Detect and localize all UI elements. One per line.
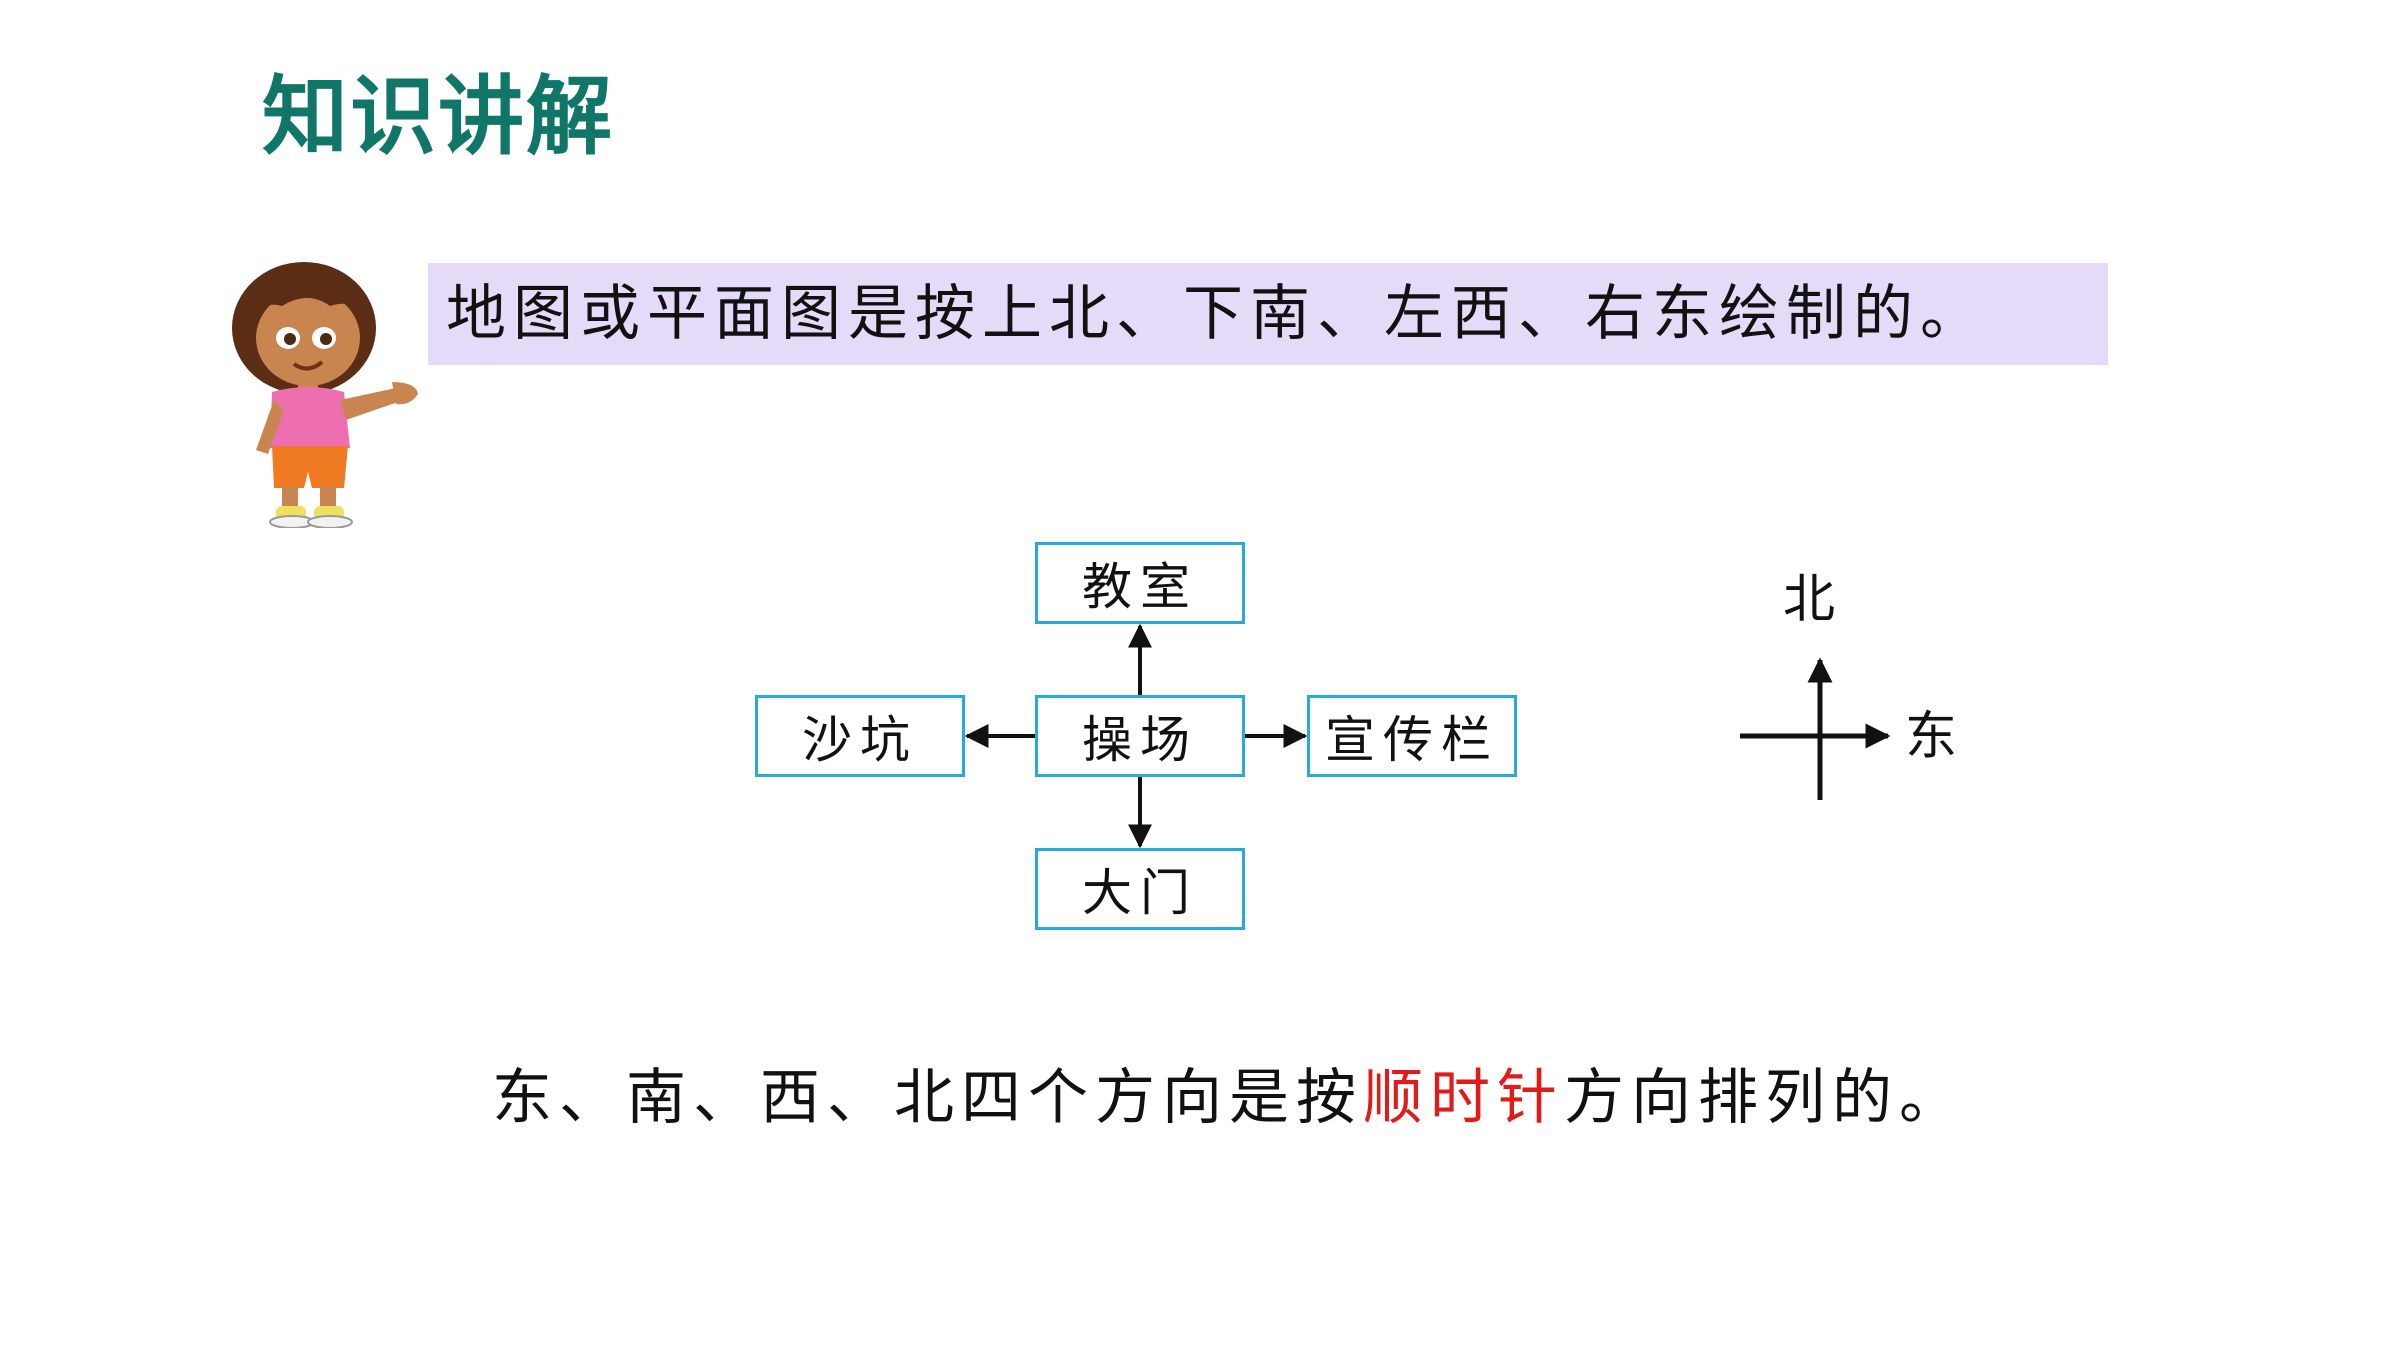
compass-east-label: 东 <box>1905 707 1958 767</box>
rule-text: 地图或平面图是按上北、下南、左西、右东绘制的。 <box>446 279 1987 349</box>
box-south-gate: 大门 <box>1035 848 1245 930</box>
statement-highlight: 顺时针 <box>1363 1063 1564 1133</box>
box-north-classroom: 教室 <box>1035 542 1245 624</box>
box-east-bulletin-board: 宣传栏 <box>1307 695 1517 777</box>
compass-north-label: 北 <box>1783 570 1836 630</box>
statement-before: 东、南、西、北四个方向是按 <box>492 1063 1363 1133</box>
rule-banner: 地图或平面图是按上北、下南、左西、右东绘制的。 <box>428 263 2108 365</box>
box-center-playground: 操场 <box>1035 695 1245 777</box>
compass-icon <box>1740 657 1891 800</box>
clockwise-statement: 东、南、西、北四个方向是按顺时针方向排列的。 <box>492 1058 1966 1138</box>
statement-after: 方向排列的。 <box>1564 1063 1966 1133</box>
cartoon-girl-pointing-icon <box>232 262 418 528</box>
page-title: 知识讲解 <box>262 67 614 167</box>
box-west-sandpit: 沙坑 <box>755 695 965 777</box>
